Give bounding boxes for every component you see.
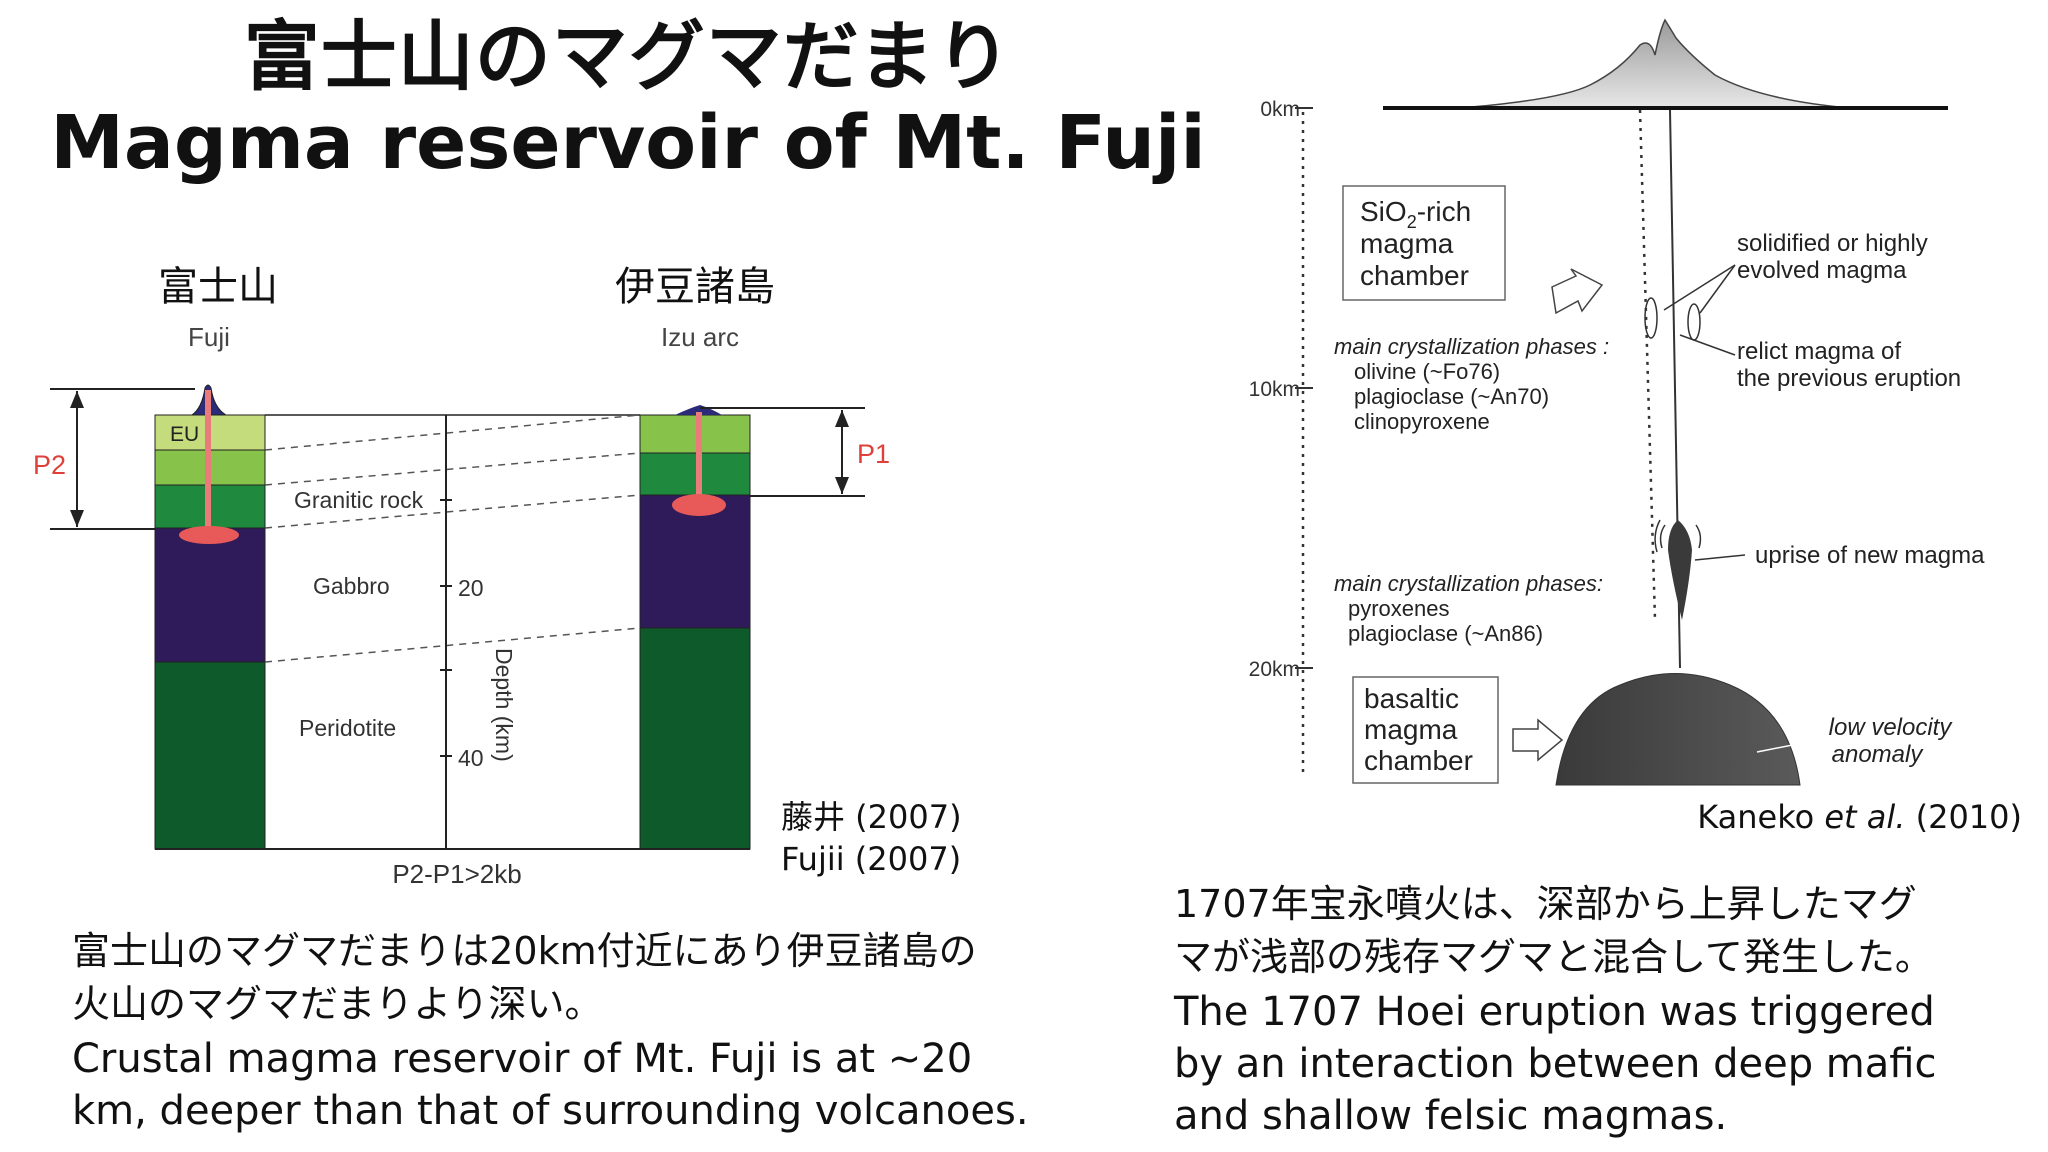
caption-left-en-line1: Crustal magma reservoir of Mt. Fuji is a… [72,1036,973,1082]
old-conduit [1638,109,1657,621]
shallow-phase-clinopyroxene: clinopyroxene [1354,409,1490,434]
deep-phase-plagioclase: plagioclase (~An86) [1348,621,1543,646]
izu-upper-layer [639,414,751,454]
depth-tick-20: 20 [458,575,484,601]
layer-correlation-lines [155,414,750,850]
shallow-phase-plagioclase: plagioclase (~An70) [1354,384,1549,409]
izu-granitic-layer [639,452,751,496]
solidified-note-line1: solidified or highly [1737,230,1928,257]
p2-bracket: P2 [33,388,195,530]
low-velocity-line1: low velocity [1829,714,1954,741]
low-velocity-line2: anomaly [1832,741,1925,768]
relict-note-line2: the previous eruption [1737,365,1961,392]
citation-left-en: Fujii (2007) [781,840,962,878]
sio2-arrow [1551,268,1604,315]
basaltic-magma-dome [1555,673,1801,786]
fuji-gabbro-layer [154,527,266,663]
svg-text:SiO2-rich: SiO2-rich [1360,196,1471,232]
right-depth-scale: 0km 10km 20km [1249,98,1313,778]
izu-summit [675,405,722,415]
depth-axis-label: Depth (km) [491,648,517,762]
citation-right-author: Kaneko [1697,798,1825,836]
izu-label-en: Izu arc [661,322,739,352]
granitic-rock-label: Granitic rock [294,487,424,513]
fuji-column: EU [154,384,266,850]
izu-label-ja: 伊豆諸島 [615,265,775,309]
izu-gabbro-layer [639,494,751,629]
caption-right-ja-line2: マが浅部の残存マグマと混合して発生した。 [1174,935,1933,979]
depth-10km: 10km [1249,378,1300,401]
hoei-magma-diagram: 0km 10km 20km SiO2-rich magma chamber [1249,18,1985,786]
basaltic-chamber-box: basaltic magma chamber [1352,676,1499,784]
pressure-note: P2-P1>2kb [392,859,521,889]
izu-column [639,405,751,850]
gabbro-label: Gabbro [313,573,390,599]
caption-right: 1707年宝永噴火は、深部から上昇したマグ マが浅部の残存マグマと混合して発生し… [1174,878,2034,1142]
citation-left: 藤井 (2007) Fujii (2007) [781,796,962,880]
fuji-conduit [205,390,211,530]
fuji-magma-chamber [179,526,239,544]
basaltic-box-line1: basaltic [1364,683,1459,714]
caption-right-en-line1: The 1707 Hoei eruption was triggered [1174,989,1935,1035]
fuji-label-ja: 富士山 [158,265,278,309]
depth-0km: 0km [1260,98,1300,121]
fuji-vs-izu-diagram: 富士山 Fuji 伊豆諸島 Izu arc EU [33,265,890,889]
izu-conduit [696,412,702,502]
izu-peridotite-layer [639,627,751,850]
fuji-profile [1459,18,1851,109]
caption-left-ja-line1: 富士山のマグマだまりは20km付近にあり伊豆諸島の [72,929,977,973]
shallow-magma-pocket-2 [1687,303,1701,341]
fuji-peridotite-layer [154,661,266,850]
fuji-label-en: Fuji [188,322,230,352]
sio2-subscript: 2 [1407,212,1417,232]
sio2-suffix: -rich [1417,196,1471,227]
shallow-magma-pocket-1 [1644,297,1658,339]
p1-bracket: P1 [700,407,890,497]
deep-phase-pyroxenes: pyroxenes [1348,596,1450,621]
depth-axis: 20 40 Depth (km) [440,415,517,849]
p2-label: P2 [33,450,66,480]
deep-phases-title: main crystallization phases: [1334,571,1603,596]
citation-right-year: (2010) [1905,798,2022,836]
caption-right-en-line3: and shallow felsic magmas. [1174,1093,1728,1139]
depth-20km: 20km [1249,658,1300,681]
uprise-note: uprise of new magma [1755,542,1985,569]
p1-label: P1 [857,439,890,469]
title-japanese: 富士山のマグマだまり [243,12,1013,101]
sio2-box-line2: magma [1360,228,1454,259]
sio2-box-line3: chamber [1360,260,1469,291]
depth-tick-40: 40 [458,745,484,771]
citation-left-ja: 藤井 (2007) [781,798,962,836]
eu-label: EU [170,423,199,446]
basaltic-box-line2: magma [1364,714,1458,745]
caption-left: 富士山のマグマだまりは20km付近にあり伊豆諸島の 火山のマグマだまりより深い。… [72,925,1132,1137]
solidified-note-line2: evolved magma [1737,257,1907,284]
title-english: Magma reservoir of Mt. Fuji [50,100,1206,186]
sio2-prefix: SiO [1360,196,1407,227]
caption-right-en-line2: by an interaction between deep mafic [1174,1041,1937,1087]
citation-right-etal: et al. [1824,798,1906,836]
citation-right: Kaneko et al. (2010) [1697,796,2022,838]
relict-note-line1: relict magma of [1737,338,1901,365]
basaltic-arrow [1512,718,1564,762]
caption-left-en-line2: km, deeper than that of surrounding volc… [72,1088,1029,1134]
peridotite-label: Peridotite [299,715,396,741]
sio2-chamber-box: SiO2-rich magma chamber [1342,185,1506,301]
shallow-phases-title: main crystallization phases : [1334,334,1609,359]
shallow-phase-olivine: olivine (~Fo76) [1354,359,1500,384]
basaltic-box-line3: chamber [1364,745,1473,776]
izu-magma-chamber [672,494,726,516]
caption-left-ja-line2: 火山のマグマだまりより深い。 [72,982,603,1026]
caption-right-ja-line1: 1707年宝永噴火は、深部から上昇したマグ [1174,882,1917,926]
rising-magma [1668,520,1692,620]
